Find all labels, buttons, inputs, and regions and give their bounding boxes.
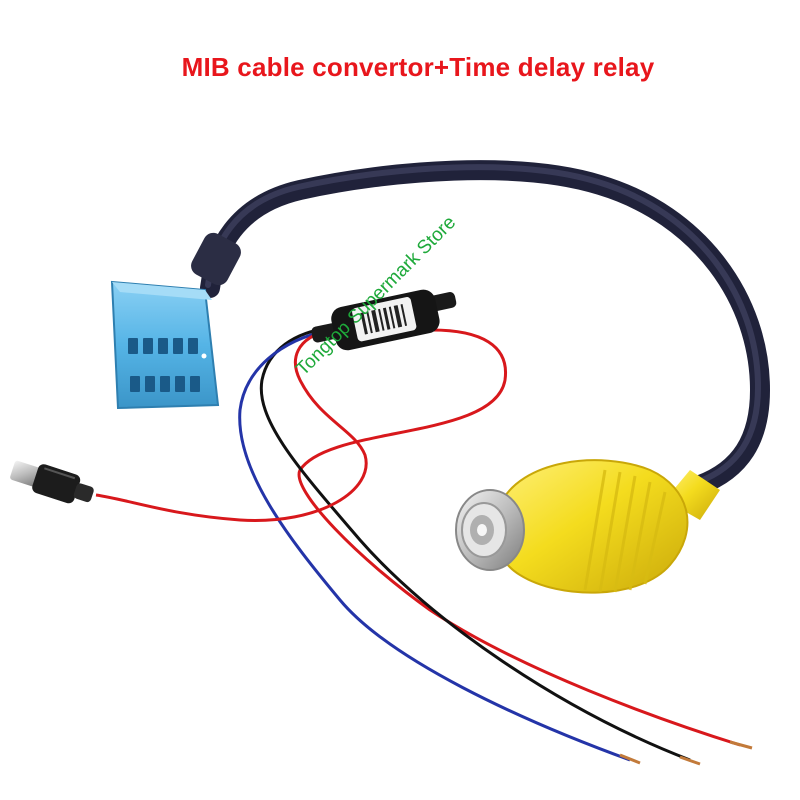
dc-power-plug: [10, 460, 94, 504]
strain-relief: [191, 232, 241, 286]
main-cable: [200, 160, 771, 495]
wire-blue: [238, 328, 631, 762]
blue-connector: [110, 280, 220, 410]
product-caption: MIB cable convertor+Time delay relay: [181, 52, 655, 82]
rca-connector: [455, 459, 720, 594]
time-delay-relay: [311, 289, 457, 351]
wire-red-dc: [95, 328, 368, 522]
wire-red: [297, 328, 741, 747]
wire-black: [259, 326, 691, 762]
